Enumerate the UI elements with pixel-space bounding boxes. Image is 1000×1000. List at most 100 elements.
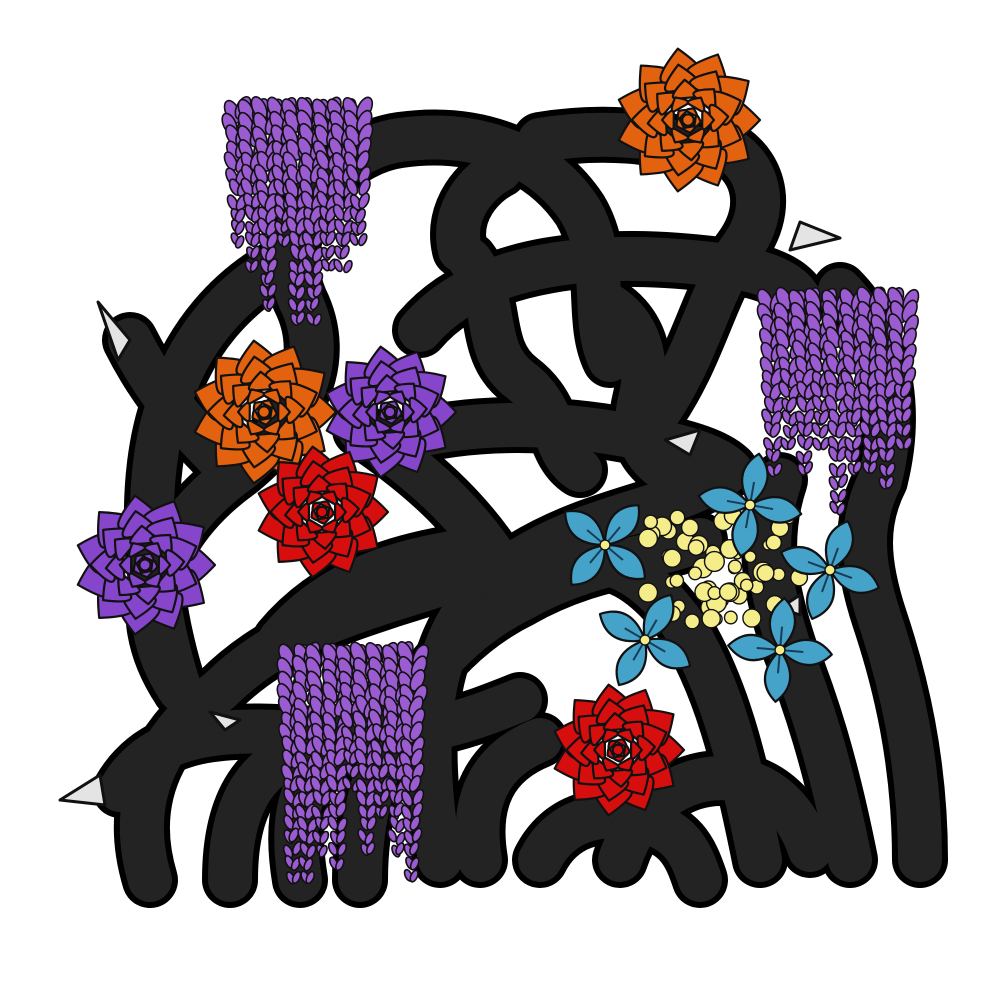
wisteria-petal — [409, 815, 421, 831]
rosette-petal — [277, 401, 291, 423]
rosette-petal — [157, 554, 172, 576]
wisteria-petal — [770, 449, 782, 464]
wisteria-petal — [340, 231, 352, 247]
thorns-group — [58, 220, 842, 807]
blue-petal — [778, 638, 833, 667]
wisteria-petal — [884, 475, 895, 489]
wisteria-petal — [332, 203, 345, 221]
rosette-petal — [622, 744, 631, 758]
wisteria-petal — [365, 803, 378, 820]
wisteria-petal — [365, 841, 376, 855]
wisteria-petal — [296, 815, 309, 832]
blue-flower-center — [599, 539, 611, 551]
thorn-icon — [788, 220, 842, 252]
wisteria-petal — [867, 460, 878, 474]
rosette-petal — [401, 402, 415, 422]
purple-rosette-left — [76, 494, 217, 636]
blue-petal — [748, 496, 803, 524]
blue-flower-center — [774, 644, 786, 656]
wisteria-petal — [312, 313, 323, 327]
thorn-icon — [208, 710, 242, 732]
wisteria-petal — [409, 841, 420, 856]
wisteria-petal — [828, 446, 840, 462]
wisteria-petal — [336, 842, 348, 857]
wisteria-petal — [901, 407, 913, 423]
wisteria-cluster-top-left — [221, 95, 374, 327]
blue-flower-bottom-left — [598, 593, 692, 687]
rosette-petal — [701, 109, 715, 131]
wisteria-petal — [803, 436, 814, 451]
wisteria-group — [221, 95, 920, 885]
wisteria-petal — [786, 437, 797, 451]
wisteria-petal — [297, 827, 309, 843]
blue-flower-top — [697, 452, 803, 558]
wisteria-petal — [820, 437, 830, 451]
wisteria-petal — [320, 258, 331, 272]
wisteria-petal — [318, 844, 328, 858]
wisteria-petal — [287, 297, 298, 312]
yellow-bud — [727, 559, 743, 574]
yellow-bud — [743, 550, 757, 564]
wisteria-petal — [387, 828, 398, 843]
rosette-petal — [693, 114, 702, 129]
wisteria-petal — [850, 448, 861, 463]
wisteria-petal — [894, 436, 905, 451]
wisteria-petal — [333, 218, 346, 235]
blue-petal — [697, 486, 752, 514]
wisteria-petal — [266, 296, 276, 310]
wisteria-petal — [311, 246, 324, 263]
yellow-bud — [643, 514, 658, 530]
wisteria-petal — [303, 857, 314, 872]
vine-stem — [598, 756, 832, 882]
yellow-bud — [669, 509, 686, 526]
wisteria-petal — [859, 420, 871, 437]
rosette-center — [611, 743, 625, 757]
wisteria-petal — [343, 259, 353, 274]
wisteria-petal — [370, 750, 384, 768]
hydrangea-group — [564, 452, 880, 703]
wisteria-petal — [295, 310, 306, 325]
wisteria-petal — [322, 681, 338, 704]
rosette-petal — [164, 549, 186, 577]
wisteria-petal — [312, 830, 322, 844]
thorn-icon — [58, 773, 107, 807]
wisteria-petal — [335, 801, 347, 818]
wisteria-petal — [291, 870, 302, 884]
rosette-petal — [326, 506, 335, 520]
rosette-center — [315, 505, 329, 519]
blue-petal — [763, 648, 792, 703]
wisteria-petal — [345, 164, 360, 183]
wisteria-petal — [288, 827, 300, 843]
vine-stem — [198, 538, 542, 712]
purple-rosette-center — [325, 345, 458, 479]
blue-petal — [727, 633, 782, 662]
wisteria-petal — [295, 298, 307, 314]
vine-stem — [436, 148, 522, 272]
yellow-bud — [637, 528, 659, 549]
wisteria-petal — [305, 312, 315, 326]
wisteria-petal — [378, 804, 389, 818]
rosette-petal — [408, 396, 428, 424]
rosette-center — [681, 113, 695, 127]
blue-petal — [828, 564, 880, 595]
yellow-bud — [701, 608, 722, 629]
rosette-petal — [269, 406, 278, 421]
wisteria-petal — [891, 367, 905, 386]
wisteria-petal — [408, 774, 422, 793]
blue-flower-bottom-right — [727, 597, 833, 703]
yellow-bud — [739, 578, 754, 593]
rosette-petal — [340, 496, 360, 524]
wisteria-petal — [358, 178, 371, 196]
vine-stem — [455, 718, 562, 882]
wisteria-petal — [335, 829, 347, 845]
wisteria-petal — [303, 271, 315, 287]
wisteria-petal — [811, 437, 822, 451]
wisteria-petal — [266, 232, 279, 249]
wisteria-petal — [265, 246, 277, 263]
wisteria-petal — [312, 271, 324, 287]
wisteria-petal — [325, 244, 336, 259]
wisteria-petal — [401, 790, 414, 807]
blue-petal — [824, 520, 855, 572]
wisteria-petal — [333, 258, 343, 273]
yellow-bud — [687, 539, 705, 556]
